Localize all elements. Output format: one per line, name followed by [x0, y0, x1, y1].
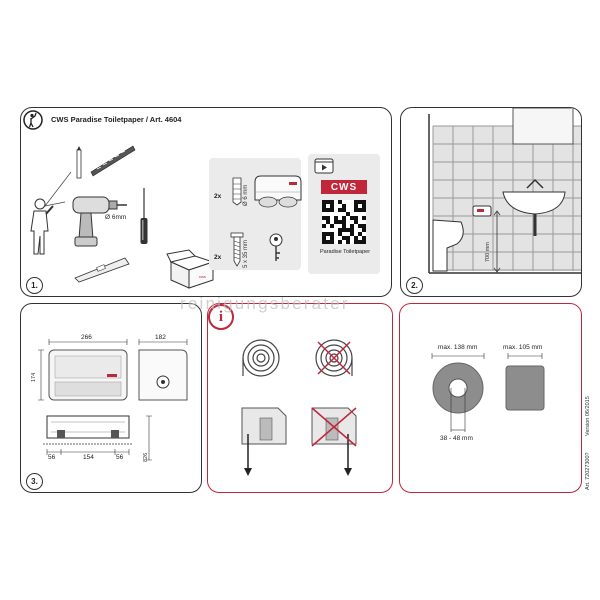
panel-roll-size: max. 138 mm max. 105 mm 38 - 48 mm: [399, 303, 582, 493]
qr-caption: Paradise Toiletpaper: [320, 249, 371, 255]
video-icon: [314, 158, 334, 174]
callout-lines: [44, 171, 72, 207]
panel-roll-orientation: i: [207, 303, 393, 493]
spirit-level-icon: [74, 257, 130, 283]
key-icon: [269, 233, 283, 261]
wall-plug-icon: [232, 177, 242, 206]
dimension-drawing: [38, 339, 188, 461]
roll-size-drawing: [431, 353, 545, 432]
bathroom-wall-tiles: [428, 108, 581, 274]
dimension-side: 826: [143, 452, 149, 462]
info-glyph: i: [218, 308, 224, 325]
step-number-2: 2.: [406, 277, 423, 294]
panel-dimensions: 266 182 174 56 154 56 826 3.: [20, 303, 202, 493]
mounting-height-label: 700 mm: [485, 242, 491, 262]
drill-icon: [72, 196, 127, 247]
roll-orientation-drawing: [241, 339, 357, 476]
dimension-height: 174: [31, 372, 37, 382]
dimension-depth: 182: [155, 334, 166, 341]
dimension-center: 154: [83, 454, 94, 461]
svg-text:cws: cws: [199, 274, 206, 279]
screw-size-label: 5 x 35 mm: [243, 239, 249, 268]
article-number: Art. 72027300?: [585, 452, 591, 490]
info-icon: i: [208, 304, 234, 330]
person-figure: [30, 198, 54, 255]
cws-logo-text: CWS: [330, 181, 358, 193]
watermark: reinigungsberater: [180, 294, 350, 313]
qr-code-icon[interactable]: [322, 200, 366, 244]
roll-diameter-label: max. 138 mm: [438, 344, 478, 351]
dimension-right: 56: [116, 454, 124, 461]
installer-person-icon: [23, 110, 43, 130]
dimension-left: 56: [48, 454, 56, 461]
cws-logo: CWS: [321, 180, 367, 194]
step-number-3: 3.: [26, 473, 43, 490]
panel-mounting-height: 700 mm 2.: [400, 107, 582, 297]
drill-bit-icon: [90, 145, 136, 177]
screw-qty-label: 2x: [214, 254, 222, 261]
roll-core-label: 38 - 48 mm: [440, 435, 473, 442]
panel-installation-tools: CWS Paradise Toiletpaper / Art. 4604 Ø 6…: [20, 107, 392, 297]
plug-qty-label: 2x: [214, 193, 222, 200]
screwdriver-icon: [140, 188, 148, 244]
screw-icon: [230, 232, 244, 267]
plug-size-label: Ø 6 mm: [243, 184, 249, 206]
step-number-1: 1.: [26, 277, 43, 294]
dimension-width: 266: [81, 334, 92, 341]
version-label: Version 06/2015: [585, 396, 591, 436]
roll-width-label: max. 105 mm: [503, 344, 543, 351]
drill-size-label: Ø 6mm: [105, 214, 127, 221]
product-title: CWS Paradise Toiletpaper / Art. 4604: [51, 115, 182, 124]
dispenser-icon: [254, 175, 302, 208]
pencil-icon: [76, 146, 82, 179]
